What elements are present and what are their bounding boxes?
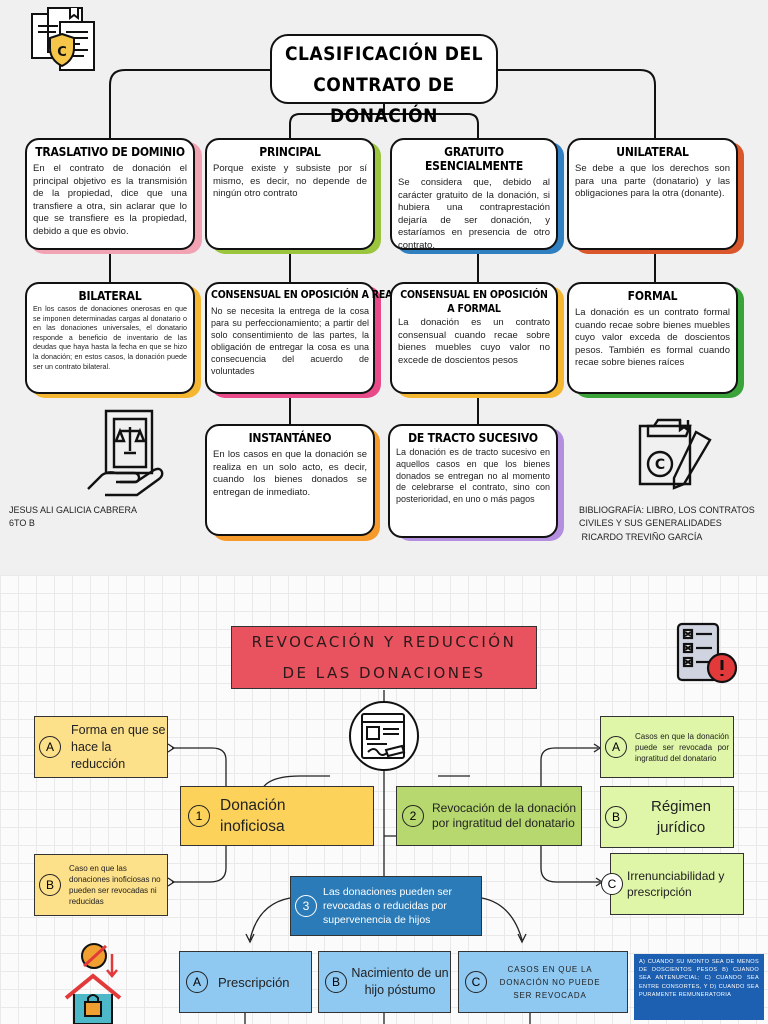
card-sucesivo: DE TRACTO SUCESIVO La donación es de tra… [388,424,558,538]
card-text: En el contrato de donación el principal … [33,163,187,237]
revocation-title: REVOCACIÓN Y REDUCCIÓN DE LAS DONACIONES [231,626,537,689]
author-name: JESUS ALI GALICIA CABRERA [9,505,138,515]
node-hijo-postumo: B Nacimiento de un hijo póstumo [318,951,451,1013]
node-label: CASOS EN QUE LA DONACIÓN NO PUEDE SER RE… [499,964,601,1000]
house-money-icon [64,943,122,1024]
node-label: Régimen jurídico [650,798,712,836]
node-label: Las donaciones pueden ser revocadas o re… [323,886,453,926]
node-label: Nacimiento de un hijo póstumo [351,966,449,997]
note-text: A) CUANDO SU MONTO SEA DE MENOS DE DOSCI… [639,959,759,998]
card-heading: INSTANTÁNEO [248,431,332,445]
node-prescripcion: A Prescripción [179,951,312,1013]
rtitle-line-1: REVOCACIÓN Y REDUCCIÓN [251,633,517,651]
checklist-alert-icon [676,622,738,684]
letter-badge: A [186,971,208,993]
card-heading: FORMAL [627,289,678,303]
card-heading: GRATUITO ESENCIALMENTE [424,145,524,173]
card-instantaneo: INSTANTÁNEO En los casos en que la donac… [205,424,375,536]
author-group: 6TO B [9,518,35,528]
node-label: Donación inoficiosa [220,797,286,835]
contract-shield-icon: C [31,7,95,71]
card-unilateral: UNILATERAL Se debe a que los derechos so… [567,138,738,250]
number-badge: 2 [402,805,424,827]
node-label: Prescripción [218,974,290,990]
node-label: Caso en que las donaciones inoficiosas n… [69,864,161,906]
card-formal: FORMAL La donación es un contrato formal… [567,282,738,394]
letter-badge: A [605,736,627,758]
letter-badge: C [465,971,487,993]
node-no-revocables: B Caso en que las donaciones inoficiosas… [34,854,168,916]
letter-badge: B [605,806,627,828]
card-text: Se debe a que los derechos son para una … [575,163,730,199]
title-line-2: CONTRATO DE DONACIÓN [313,74,455,127]
card-heading: CONSENSUAL EN OPOSICIÓN [400,289,548,301]
node-regimen-juridico: B Régimen jurídico [600,786,734,848]
card-consensual-real: CONSENSUAL EN OPOSICIÓN A REAL No se nec… [205,282,399,394]
card-consensual-formal: CONSENSUAL EN OPOSICIÓN A FORMAL La dona… [390,282,558,394]
legal-scale-hand-icon [87,409,164,497]
node-label: Irrenunciabilidad y prescripción [627,869,725,899]
card-text: La donación es de tracto sucesivo en aqu… [396,447,550,505]
certificate-icon [349,701,419,771]
card-heading: CONSENSUAL EN OPOSICIÓN A REAL [211,289,399,301]
svg-text:C: C [655,457,665,473]
card-text: La donación es un contrato formal cuando… [575,307,730,368]
node-label: Forma en que se hace la reducción [71,722,166,771]
letter-badge: B [39,874,61,896]
title-line-1: CLASIFICACIÓN DEL [284,43,484,65]
letter-badge: C [601,873,623,895]
copyright-document-icon: C [638,418,712,490]
note-casos: A) CUANDO SU MONTO SEA DE MENOS DE DOSCI… [634,954,764,1020]
svg-text:C: C [57,45,67,60]
card-bilateral: BILATERAL En los casos de donaciones one… [25,282,195,394]
card-text: Porque existe y subsiste por sí mismo, e… [213,163,367,199]
node-forma-reduccion: A Forma en que se hace la reducción [34,716,168,778]
number-badge: 3 [295,895,317,917]
card-heading: UNILATERAL [616,145,689,159]
card-traslativo: TRASLATIVO DE DOMINIO En el contrato de … [25,138,195,250]
classification-title: CLASIFICACIÓN DEL CONTRATO DE DONACIÓN [270,34,498,127]
node-donacion-inoficiosa: 1 Donación inoficiosa [180,786,374,846]
card-heading: TRASLATIVO DE DOMINIO [35,145,185,159]
card-text: En los casos en que la donación se reali… [213,449,367,498]
node-label: Casos en que la donación puede ser revoc… [635,731,729,763]
bibliography-line-1: BIBLIOGRAFÍA: LIBRO, LOS CONTRATOS [579,505,755,515]
card-text: En los casos de donaciones onerosas en q… [33,304,187,371]
node-irrenunciabilidad: C Irrenunciabilidad y prescripción [601,853,744,915]
node-casos-ingratitud: A Casos en que la donación puede ser rev… [600,716,734,778]
card-text: Se considera que, debido al carácter gra… [398,177,550,251]
card-heading: PRINCIPAL [259,145,321,159]
card-principal: PRINCIPAL Porque existe y subsiste por s… [205,138,375,250]
number-badge: 1 [188,805,210,827]
card-gratuito: GRATUITO ESENCIALMENTE Se considera que,… [390,138,558,251]
node-no-revocada: C CASOS EN QUE LA DONACIÓN NO PUEDE SER … [458,951,628,1013]
letter-badge: B [325,971,347,993]
bibliography-line-2: CIVILES Y SUS GENERALIDADES [579,518,722,528]
card-heading: DE TRACTO SUCESIVO [408,431,538,445]
bibliography-line-3: RICARDO TREVIÑO GARCÍA [579,532,703,542]
node-supervenencia: 3 Las donaciones pueden ser revocadas o … [290,876,482,936]
card-heading: BILATERAL [78,289,142,303]
card-heading: A FORMAL [447,303,501,315]
node-revocacion-ingratitud: 2 Revocación de la donación por ingratit… [396,786,582,846]
rtitle-line-2: DE LAS DONACIONES [282,664,486,682]
card-text: La donación es un contrato consensual cu… [398,317,550,366]
letter-badge: A [39,736,61,758]
card-text: No se necesita la entrega de la cosa par… [211,306,369,376]
node-label: Revocación de la donación por ingratitud… [432,800,577,831]
